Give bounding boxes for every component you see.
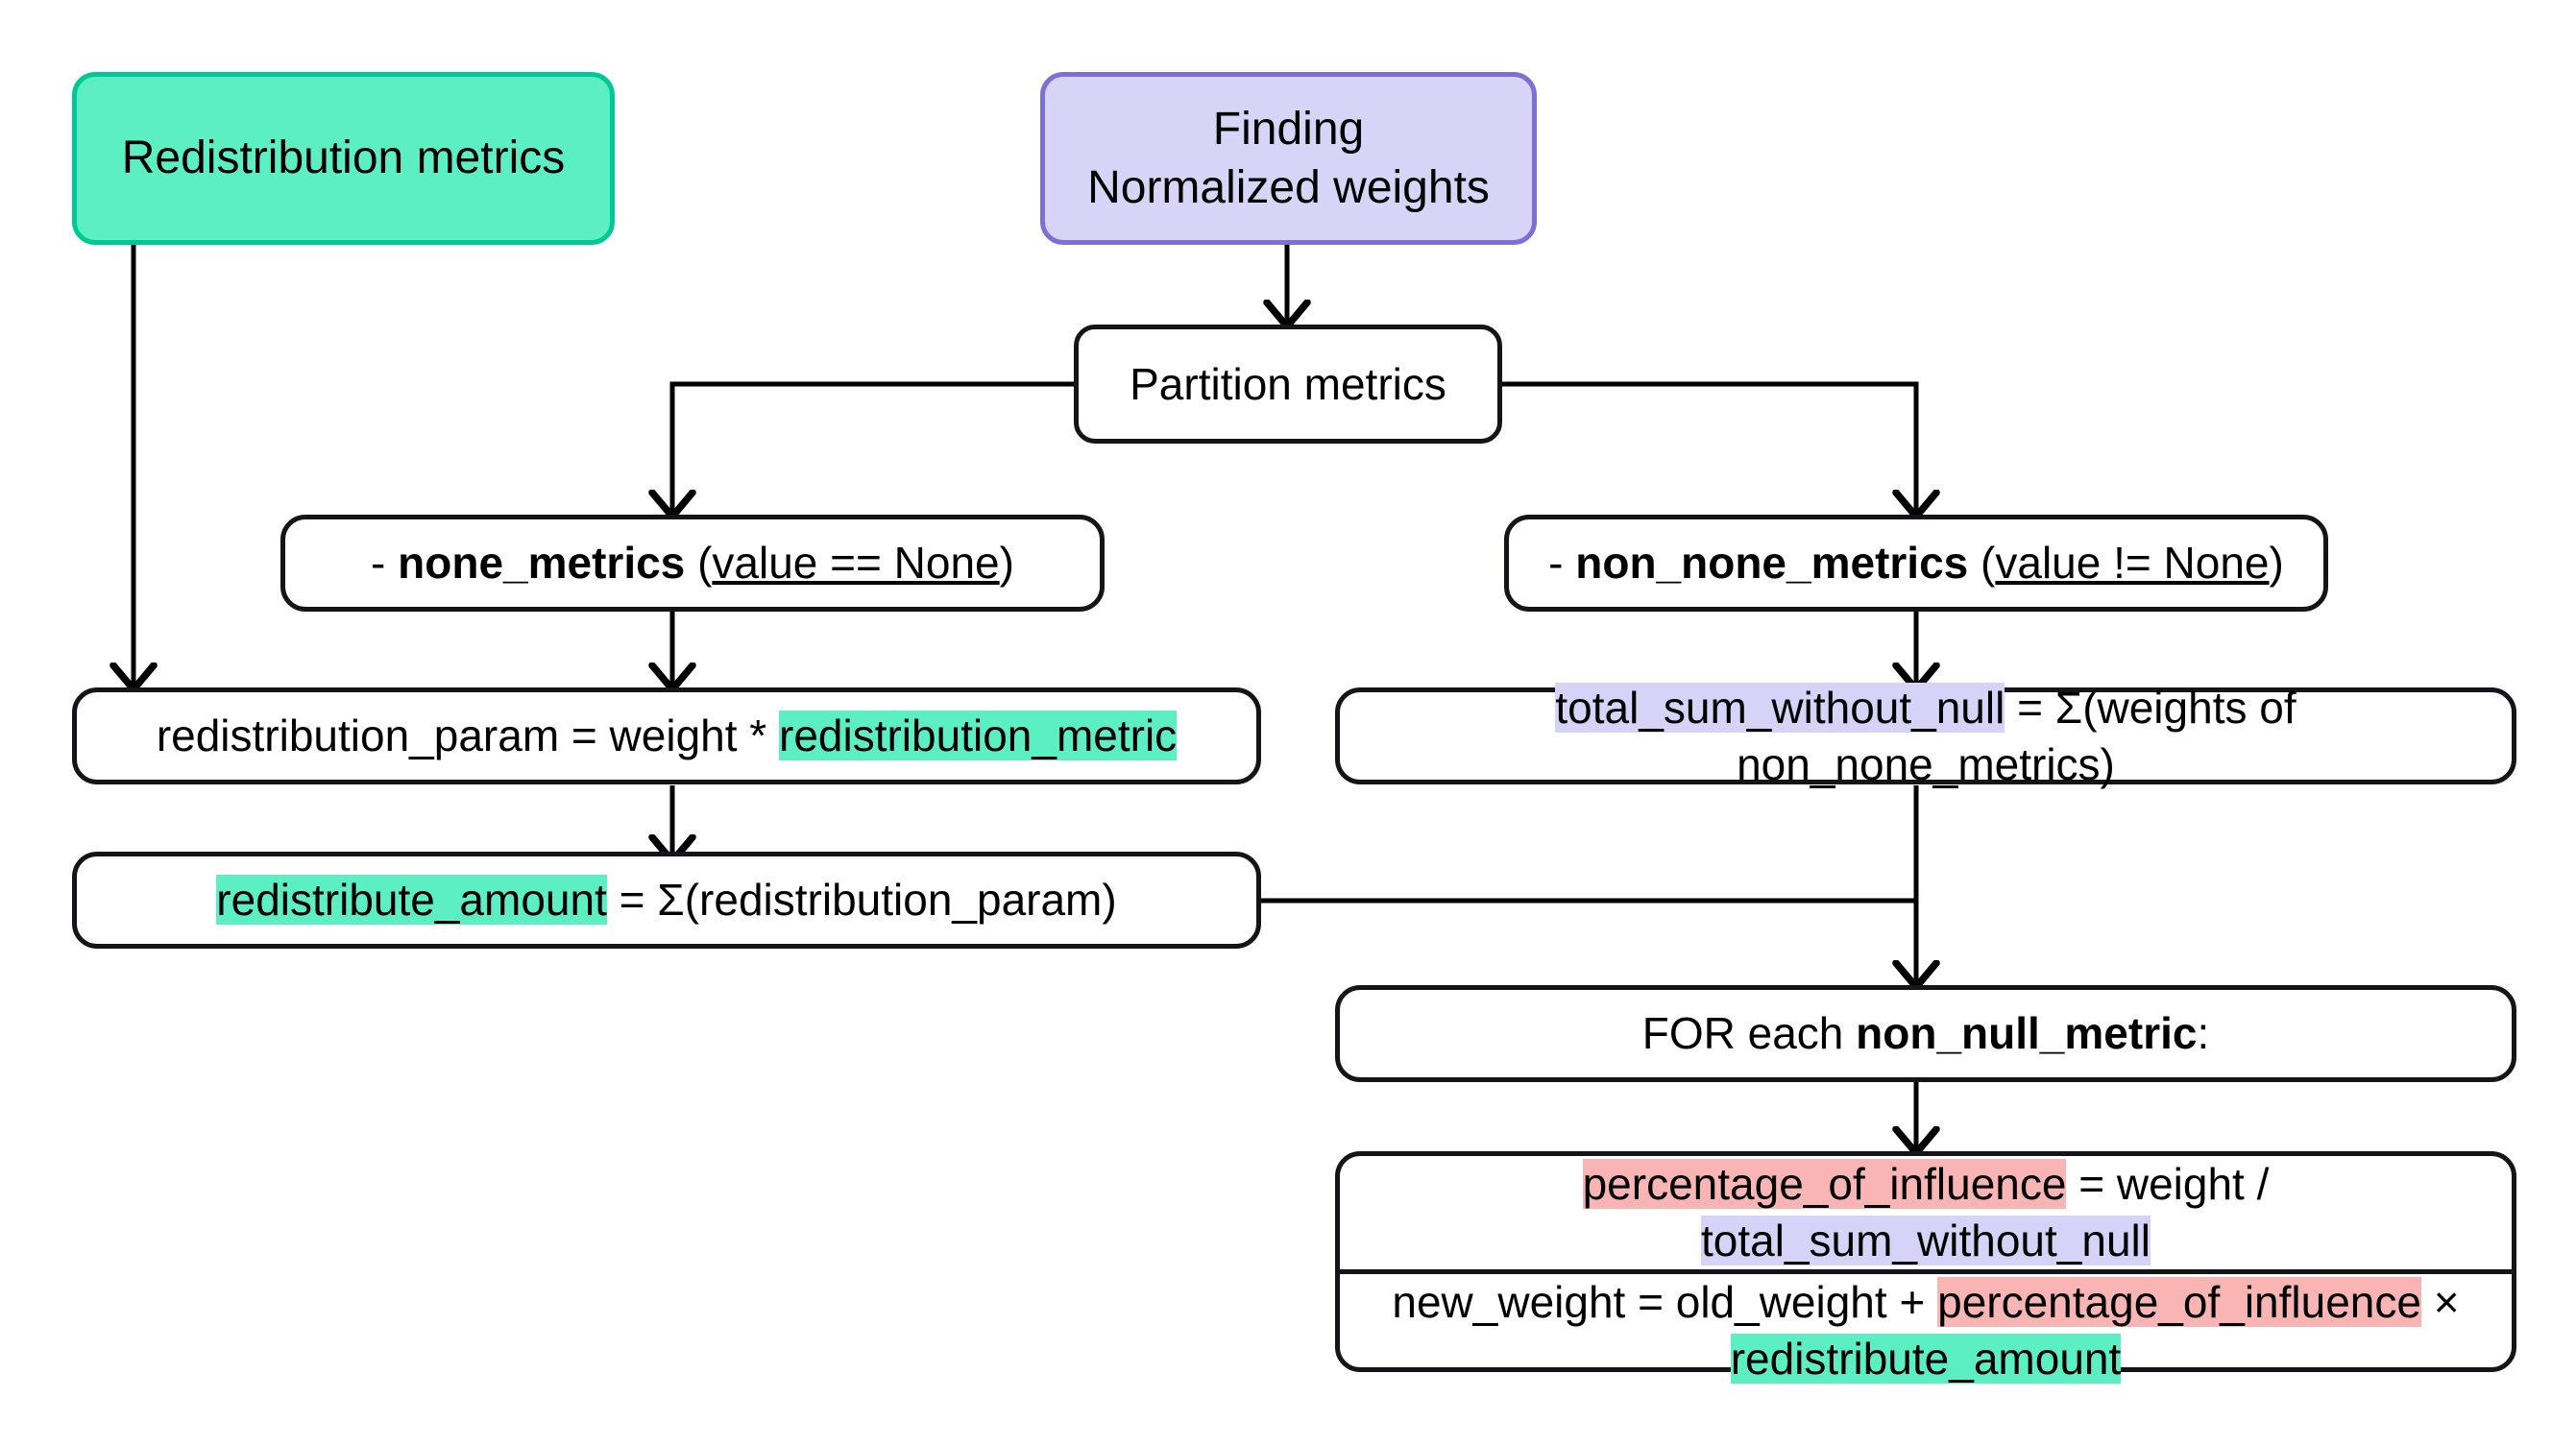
- node-partition-metrics[interactable]: Partition metrics: [1074, 325, 1502, 444]
- node-none-metrics-paren-open: (: [697, 538, 713, 589]
- formula-row-new-weight: new_weight = old_weight + percentage_of_…: [1340, 1268, 2512, 1387]
- node-weight-formula-block[interactable]: percentage_of_influence = weight / total…: [1335, 1151, 2516, 1384]
- node-redistribution-metrics[interactable]: Redistribution metrics: [72, 72, 615, 245]
- edge-partition-to-none-metrics: [672, 381, 1074, 515]
- new-weight-prefix: new_weight = old_weight +: [1392, 1276, 1938, 1327]
- node-redistribute-amount-suffix: = Σ(redistribution_param): [606, 875, 1117, 926]
- node-redistribution-param-prefix: redistribution_param = weight *: [156, 711, 779, 761]
- new-weight-times: ×: [2420, 1276, 2460, 1327]
- new-weight-redistribute-amount-highlight: redistribute_amount: [1730, 1333, 2122, 1384]
- node-partition-metrics-label: Partition metrics: [1130, 358, 1446, 409]
- node-total-sum-suffix: = Σ(weights of non_none_metrics): [1737, 682, 2297, 789]
- node-none-metrics[interactable]: - none_metrics (value == None): [280, 515, 1105, 612]
- new-weight-percentage-highlight: percentage_of_influence: [1937, 1276, 2421, 1327]
- node-finding-normalized-weights[interactable]: Finding Normalized weights: [1040, 72, 1537, 245]
- node-redistribution-param-highlight: redistribution_metric: [779, 711, 1178, 761]
- node-finding-line-2: Normalized weights: [1087, 162, 1490, 213]
- node-none-metrics-name: none_metrics: [398, 538, 686, 589]
- node-non-none-metrics-paren-open: (: [1981, 538, 1996, 589]
- node-redistribution-metrics-label: Redistribution metrics: [121, 133, 566, 184]
- percentage-of-influence-total-sum-highlight: total_sum_without_null: [1701, 1215, 2151, 1265]
- node-total-sum-without-null[interactable]: total_sum_without_null = Σ(weights of no…: [1335, 682, 2516, 789]
- node-redistribute-amount-highlight: redistribute_amount: [216, 875, 607, 926]
- node-non-none-metrics-dash: -: [1548, 538, 1564, 589]
- node-redistribution-param[interactable]: redistribution_param = weight * redistri…: [72, 687, 1261, 784]
- node-redistribute-amount[interactable]: redistribute_amount = Σ(redistribution_p…: [72, 852, 1261, 949]
- node-for-each-suffix: :: [2197, 1008, 2210, 1059]
- node-for-each-non-null-metric[interactable]: FOR each non_null_metric:: [1335, 985, 2516, 1082]
- node-for-each-prefix: FOR each: [1641, 1008, 1857, 1059]
- node-non-none-metrics-condition: value != None: [1995, 538, 2270, 589]
- edge-partition-to-non-none-metrics: [1501, 381, 1916, 515]
- node-total-sum-highlight: total_sum_without_null: [1555, 682, 2005, 733]
- node-none-metrics-dash: -: [371, 538, 386, 589]
- formula-row-percentage-of-influence: percentage_of_influence = weight / total…: [1340, 1156, 2512, 1269]
- node-for-each-name: non_null_metric: [1856, 1008, 2198, 1059]
- node-none-metrics-condition: value == None: [712, 538, 1000, 589]
- node-non-none-metrics-name: non_none_metrics: [1575, 538, 1969, 589]
- node-non-none-metrics[interactable]: - non_none_metrics (value != None): [1504, 515, 2328, 612]
- percentage-of-influence-middle: = weight /: [2066, 1159, 2270, 1209]
- percentage-of-influence-highlight: percentage_of_influence: [1582, 1159, 2067, 1209]
- node-non-none-metrics-paren-close: ): [2269, 538, 2284, 589]
- node-none-metrics-paren-close: ): [999, 538, 1014, 589]
- node-finding-line-1: Finding: [1212, 103, 1365, 155]
